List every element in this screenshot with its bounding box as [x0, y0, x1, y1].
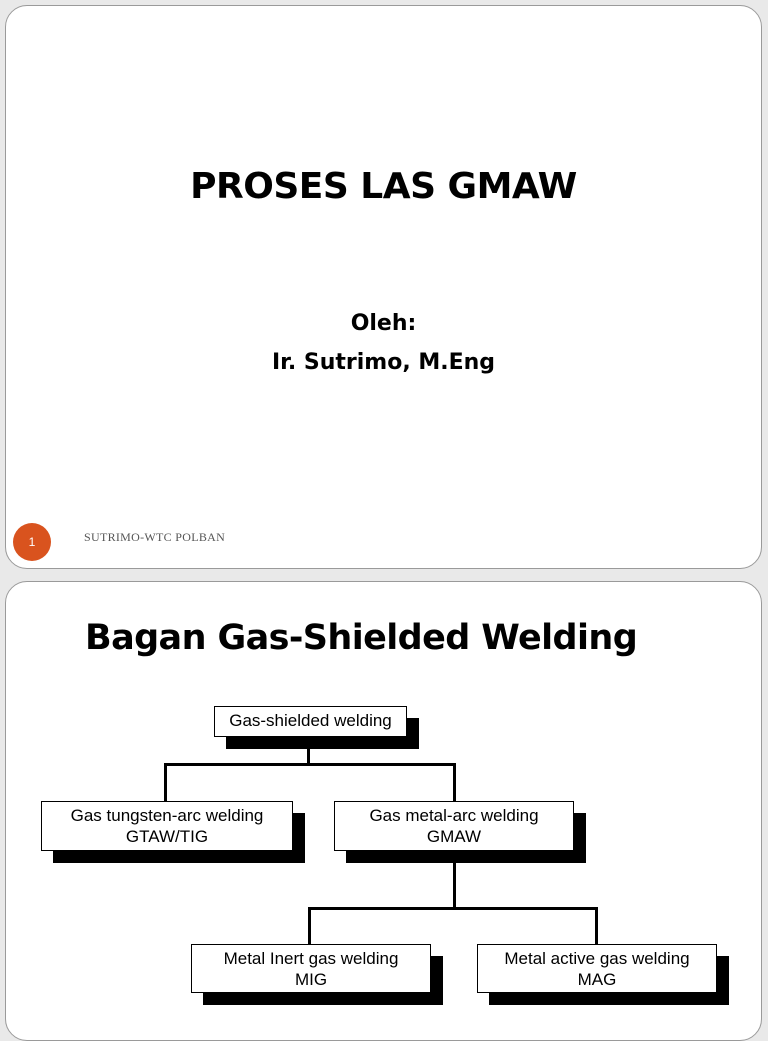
- slide-title: Bagan Gas-Shielded Welding: [85, 618, 638, 658]
- connector-gmaw-down: [453, 850, 456, 910]
- connector-gtaw-up: [164, 763, 167, 802]
- node-abbreviation: GTAW/TIG: [125, 827, 209, 846]
- slide-footer: SUTRIMO-WTC POLBAN: [84, 530, 226, 544]
- author-name: Ir. Sutrimo, M.Eng: [271, 350, 496, 375]
- node-label: Gas tungsten-arc welding: [70, 806, 264, 825]
- connector-mig-up: [308, 907, 311, 945]
- connector-level2-horizontal: [308, 907, 598, 910]
- node-abbreviation: MIG: [294, 970, 328, 989]
- node-mag: Metal active gas welding MAG: [477, 944, 717, 993]
- node-label: Gas metal-arc welding: [369, 806, 539, 825]
- node-gmaw: Gas metal-arc welding GMAW: [334, 801, 574, 851]
- slide-title: PROSES LAS GMAW: [190, 166, 577, 207]
- author-label: Oleh:: [350, 311, 417, 336]
- page-number-badge: 1: [13, 523, 51, 561]
- connector-mag-up: [595, 907, 598, 945]
- node-label: Metal Inert gas welding: [223, 949, 399, 968]
- node-mig: Metal Inert gas welding MIG: [191, 944, 431, 993]
- slide-1: PROSES LAS GMAW Oleh: Ir. Sutrimo, M.Eng…: [5, 5, 762, 569]
- connector-level1-horizontal: [164, 763, 456, 766]
- connector-gmaw-up: [453, 763, 456, 802]
- node-gtaw: Gas tungsten-arc welding GTAW/TIG: [41, 801, 293, 851]
- node-label: Gas-shielded welding: [229, 711, 392, 730]
- node-gas-shielded-welding: Gas-shielded welding: [214, 706, 407, 737]
- node-abbreviation: MAG: [577, 970, 617, 989]
- slide-2: Bagan Gas-Shielded Welding Gas-shielded …: [5, 581, 762, 1041]
- connector-root-down: [307, 737, 310, 765]
- node-label: Metal active gas welding: [504, 949, 690, 968]
- node-abbreviation: GMAW: [426, 827, 482, 846]
